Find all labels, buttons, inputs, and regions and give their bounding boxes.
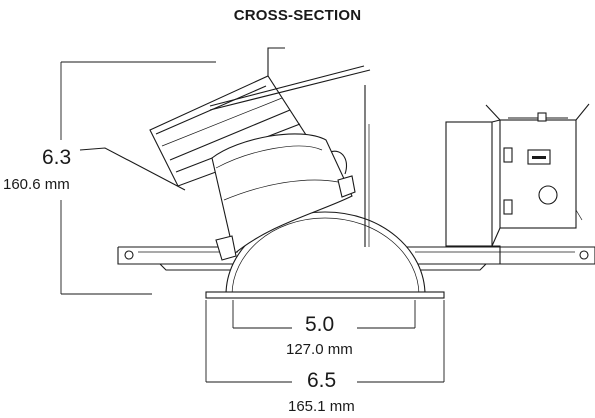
reflector-cone [211,133,356,261]
aperture-dimension-lines [232,300,416,329]
aperture-inches-label: 5.0 [305,313,335,336]
overall-mm-label: 165.1 mm [288,398,355,415]
diagram-title: CROSS-SECTION [233,7,362,24]
height-mm-label: 160.6 mm [3,176,70,193]
height-inches-label: 6.3 [42,146,72,169]
dome-housing [205,211,445,299]
overall-dimension-lines [205,300,445,383]
junction-box [445,103,590,264]
aperture-mm-label: 127.0 mm [286,341,353,358]
overall-inches-label: 6.5 [307,369,337,392]
height-dimension-lines [60,61,216,295]
